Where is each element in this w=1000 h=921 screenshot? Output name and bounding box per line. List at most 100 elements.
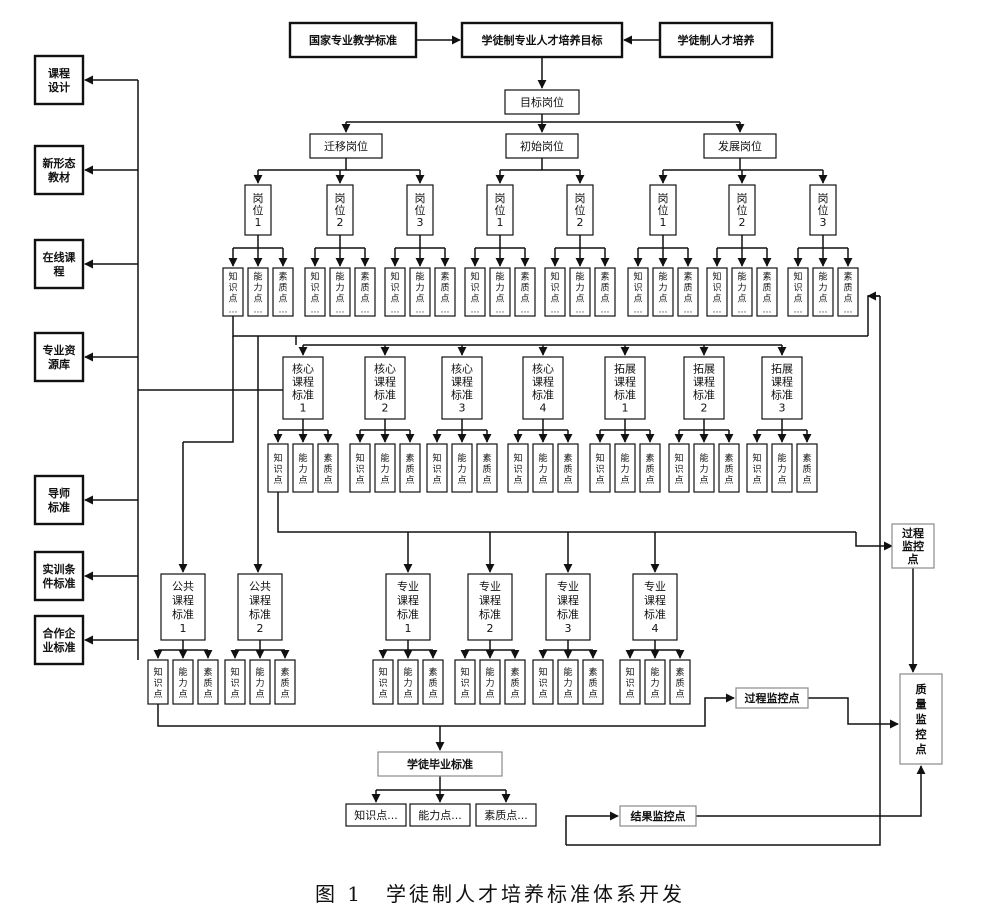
course-5-point-knowledge-label: 知识点 (674, 452, 683, 486)
course-0-point-knowledge: 知识点 (267, 443, 289, 493)
post-1-1-point-quality: 素质点… (594, 267, 616, 317)
post-0-2-point-quality-frame (434, 267, 456, 317)
course-1-point-quality-frame (399, 443, 421, 493)
resource-0-frame (33, 54, 85, 106)
process-monitor-inline-label: 过程监控点 (745, 691, 800, 705)
position-group-1-frame (505, 133, 579, 159)
major-2-point-quality: 素质点 (582, 659, 604, 705)
training-goal-box-frame (460, 21, 624, 59)
major-2-point-knowledge: 知识点 (532, 659, 554, 705)
course-0-point-knowledge-frame (267, 443, 289, 493)
post-2-0-point-quality: 素质点… (677, 267, 699, 317)
course-6-point-quality-frame (796, 443, 818, 493)
major-2-point-knowledge-frame (532, 659, 554, 705)
post-2-0-frame (649, 184, 677, 236)
major-1-point-ability: 能力点 (479, 659, 501, 705)
post-2-0-point-quality-label: 素质点… (683, 271, 692, 316)
post-0-0-point-knowledge-frame (222, 267, 244, 317)
post-1-0-point-ability-frame (489, 267, 511, 317)
graduation-standard-box: 学徒毕业标准 (377, 751, 503, 777)
course-5-point-quality-label: 素质点 (724, 452, 733, 486)
row1-bus-to-right (867, 295, 880, 336)
apprentice-training-box-label: 学徒制人才培养 (678, 33, 756, 47)
post-0-2-point-ability-frame (409, 267, 431, 317)
post-2-0-point-knowledge-label: 知识点… (633, 271, 642, 316)
resource-5: 实训条件标准 (33, 550, 85, 602)
course-standard-5-frame (683, 356, 725, 420)
row1-bottom-bus (232, 316, 868, 337)
public-0-point-quality-frame (197, 659, 219, 705)
apprenticeship-standard-system-diagram: 国家专业教学标准学徒制专业人才培养目标学徒制人才培养目标岗位迁移岗位初始岗位发展… (33, 21, 943, 846)
major-3-point-ability-label: 能力点 (650, 666, 659, 700)
course-5-point-ability-label: 能力点 (699, 452, 708, 486)
course-1-point-ability-label: 能力点 (380, 452, 389, 486)
graduation-output-2-frame (475, 803, 537, 827)
public-1-point-knowledge: 知识点 (224, 659, 246, 705)
graduation-standard-box-frame (377, 751, 503, 777)
left-branch (183, 430, 234, 443)
major-1-point-ability-frame (479, 659, 501, 705)
major-1-point-knowledge: 知识点 (454, 659, 476, 705)
public-0-point-ability-label: 能力点 (178, 666, 187, 700)
graduation-standard-box-label: 学徒毕业标准 (407, 757, 473, 771)
major-3-point-quality-label: 素质点 (675, 666, 684, 700)
course-standard-0-frame (282, 356, 324, 420)
post-1-1-point-quality-frame (594, 267, 616, 317)
inline-process-to-quality (808, 697, 899, 729)
public-0-point-knowledge-label: 知识点 (153, 666, 162, 700)
post-1-0-point-quality: 素质点… (514, 267, 536, 317)
post-2-1-point-knowledge-label: 知识点… (712, 271, 721, 316)
resource-4-frame (33, 474, 85, 526)
post-2-2-point-knowledge-frame (787, 267, 809, 317)
major-1-point-quality-label: 素质点 (510, 666, 519, 700)
post-0-2-point-quality-label: 素质点… (440, 271, 449, 316)
graduation-output-1-frame (409, 803, 471, 827)
major-1-point-quality-frame (504, 659, 526, 705)
post-0-1-frame (326, 184, 354, 236)
major-standard-1-frame (467, 573, 513, 641)
national-teaching-standard-box-label: 国家专业教学标准 (309, 33, 397, 47)
post-2-2-point-quality-frame (837, 267, 859, 317)
post-2-2-point-ability-frame (812, 267, 834, 317)
post-2-1-point-ability-frame (731, 267, 753, 317)
course-4-point-quality: 素质点 (639, 443, 661, 493)
post-0-0-frame (244, 184, 272, 236)
post-2-1-point-quality-frame (756, 267, 778, 317)
public-1-point-ability: 能力点 (249, 659, 271, 705)
post-1-1-point-knowledge-frame (544, 267, 566, 317)
row2-to-process (855, 532, 893, 551)
public-1-point-quality: 素质点 (274, 659, 296, 705)
resource-1-frame (33, 144, 85, 196)
major-2-point-quality-frame (582, 659, 604, 705)
course-standard-3-frame (522, 356, 564, 420)
post-1-0-point-ability: 能力点… (489, 267, 511, 317)
public-0-point-knowledge-frame (147, 659, 169, 705)
resource-1-label: 新形态教材 (43, 156, 76, 184)
quality-monitor-label: 质量监控点 (916, 682, 927, 756)
post-1-0-point-ability-label: 能力点… (495, 271, 504, 316)
course-6-point-knowledge-frame (746, 443, 768, 493)
major-3-point-knowledge: 知识点 (619, 659, 641, 705)
public-0-point-knowledge: 知识点 (147, 659, 169, 705)
figure-caption: 图 1 学徒制人才培养标准体系开发 (314, 882, 686, 906)
major-0-point-quality-frame (422, 659, 444, 705)
post-0-2-point-knowledge-label: 知识点… (390, 271, 399, 316)
major-0-point-knowledge-frame (372, 659, 394, 705)
course-4-point-quality-label: 素质点 (645, 452, 654, 486)
resource-2-label: 在线课程 (43, 250, 77, 278)
major-3-point-knowledge-frame (619, 659, 641, 705)
course-2-point-quality: 素质点 (476, 443, 498, 493)
public-1-point-quality-label: 素质点 (280, 666, 289, 700)
major-1-point-knowledge-label: 知识点 (460, 666, 469, 700)
